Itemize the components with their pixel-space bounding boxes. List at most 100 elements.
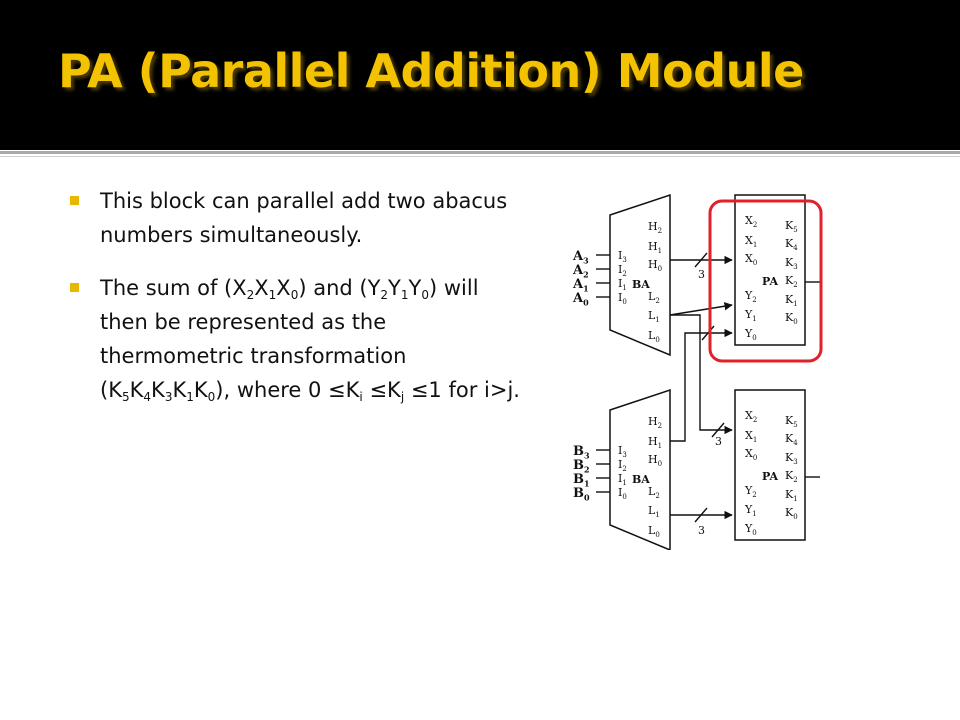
unit-b-ba-in-port: I2 — [618, 458, 627, 473]
unit-a-input-label: A2 — [572, 263, 589, 280]
unit-a-pa-out-port: K0 — [785, 311, 798, 326]
text-run: ) will then be represented as the thermo… — [100, 276, 479, 402]
unit-b-ba-in-port: I1 — [618, 472, 627, 487]
unit-b-ba-label: BA — [632, 473, 650, 486]
unit-b-ba-out-port: L2 — [648, 485, 660, 500]
bullet-square-icon — [70, 283, 79, 292]
text-run: X — [254, 276, 269, 300]
unit-a-ba-out-port: L1 — [648, 309, 660, 324]
unit-a-l-bus-slash — [711, 422, 725, 438]
unit-a-ba-out-port: H0 — [648, 258, 662, 273]
subscript: 2 — [380, 288, 389, 302]
slide-title: PA (Parallel Addition) Module — [58, 44, 804, 98]
unit-b-pa-in-port: X0 — [745, 447, 757, 462]
bullet-item: This block can parallel add two abacus n… — [70, 184, 520, 252]
unit-a-ba-label: BA — [632, 278, 650, 291]
unit-a-input-label: A0 — [572, 291, 589, 308]
unit-b-pa-out-port: K5 — [785, 414, 798, 429]
unit-b-ba-out-port: H0 — [648, 453, 662, 468]
bullet-text: This block can parallel add two abacus n… — [100, 189, 508, 247]
unit-a-pa-out-port: K2 — [785, 274, 798, 289]
unit-b-ba-out-port: H2 — [648, 415, 662, 430]
title-divider-thin — [0, 156, 960, 157]
unit-b-pa-out-port: K2 — [785, 469, 798, 484]
unit-b-ba-in-port: I3 — [618, 444, 627, 459]
unit-b-pa-out-port: K3 — [785, 451, 798, 466]
unit-a-ba-out-port: H1 — [648, 240, 662, 255]
bullet-square-icon — [70, 196, 79, 205]
unit-a-pa-in-port: Y2 — [744, 289, 757, 304]
unit-a-input-label: A1 — [572, 277, 589, 294]
subscript: 1 — [400, 288, 409, 302]
subscript: 0 — [421, 288, 429, 302]
unit-b-pa-out-port: K0 — [785, 506, 798, 521]
subscript: 0 — [290, 288, 299, 302]
unit-a-h-bus-width: 3 — [698, 268, 705, 281]
unit-b-ba-in-port: I0 — [618, 486, 627, 501]
unit-a-l-direct — [669, 302, 733, 316]
unit-a-pa-in-port: Y0 — [744, 327, 757, 342]
subscript: i — [359, 390, 363, 404]
unit-a-pa-block — [734, 194, 806, 346]
unit-b-input-label: B1 — [573, 472, 590, 489]
unit-a-ba-out-port: L2 — [648, 290, 660, 305]
unit-b-pa-block — [734, 389, 806, 541]
unit-a-pa-in-port: X1 — [745, 234, 757, 249]
unit-b-l-bus-slash — [694, 507, 708, 523]
unit-b-h-bus-slash — [701, 325, 715, 341]
unit-b-ba-block — [609, 388, 671, 550]
unit-b-pa-in-port: X2 — [745, 409, 757, 424]
subscript: 2 — [246, 288, 255, 302]
unit-a-l-bus-width: 3 — [715, 435, 722, 448]
unit-a-pa-in-port: Y1 — [744, 308, 757, 323]
unit-a-ba-in-port: I0 — [618, 291, 627, 306]
unit-a-pa-in-port: X2 — [745, 214, 757, 229]
unit-a-ba-in-port: I2 — [618, 263, 627, 278]
subscript: 5 — [121, 390, 130, 404]
unit-a-pa-out-port: K4 — [785, 237, 798, 252]
unit-b-input-label: B2 — [573, 458, 590, 475]
unit-a-ba-in-port: I1 — [618, 277, 627, 292]
text-run: K — [172, 378, 187, 402]
unit-b-ba-out-port: H1 — [648, 435, 662, 450]
unit-b-input-label: B3 — [573, 444, 590, 461]
unit-a-input-label: A3 — [572, 249, 589, 266]
subscript: 3 — [164, 390, 173, 404]
text-run: ≤1 for i>j. — [404, 378, 520, 402]
unit-b-pa-in-port: Y0 — [744, 522, 757, 537]
unit-a-ba-out-port: L0 — [648, 329, 660, 344]
subscript: 0 — [207, 390, 216, 404]
text-run: K — [193, 378, 208, 402]
text-run: Y — [408, 276, 422, 300]
unit-a-pa-out-port: K1 — [785, 293, 798, 308]
unit-a-ba-block — [609, 193, 671, 357]
unit-a-ba-out-port: H2 — [648, 220, 662, 235]
unit-b-input-label: B0 — [573, 486, 590, 503]
unit-a-pa-out-port: K3 — [785, 256, 798, 271]
text-run: K — [129, 378, 144, 402]
unit-b-ba-out-port: L1 — [648, 504, 660, 519]
text-run: The sum of (X — [100, 276, 247, 300]
title-bar: PA (Parallel Addition) Module — [0, 0, 960, 150]
text-run: ), where 0 ≤K — [215, 378, 360, 402]
bullet-text: The sum of (X2X1X0) and (Y2Y1Y0) will th… — [100, 276, 520, 404]
unit-a-ba-in-port: I3 — [618, 249, 627, 264]
text-run: K — [151, 378, 165, 402]
unit-b-ba-out-port: L0 — [648, 524, 660, 539]
text-run: Y — [388, 276, 401, 300]
bullet-item: The sum of (X2X1X0) and (Y2Y1Y0) will th… — [70, 271, 520, 407]
subscript: 1 — [186, 390, 194, 404]
text-run: ≤K — [362, 378, 401, 402]
unit-b-pa-in-port: X1 — [745, 429, 757, 444]
unit-b-pa-out-port: K4 — [785, 432, 798, 447]
subscript: j — [400, 390, 405, 404]
pa-highlight-box — [708, 199, 823, 363]
subscript: 1 — [268, 288, 277, 302]
text-run: X — [276, 276, 291, 300]
title-divider — [0, 151, 960, 154]
unit-b-pa-out-port: K1 — [785, 488, 798, 503]
text-run: ) and (Y — [298, 276, 381, 300]
unit-a-l-bus — [670, 314, 733, 435]
